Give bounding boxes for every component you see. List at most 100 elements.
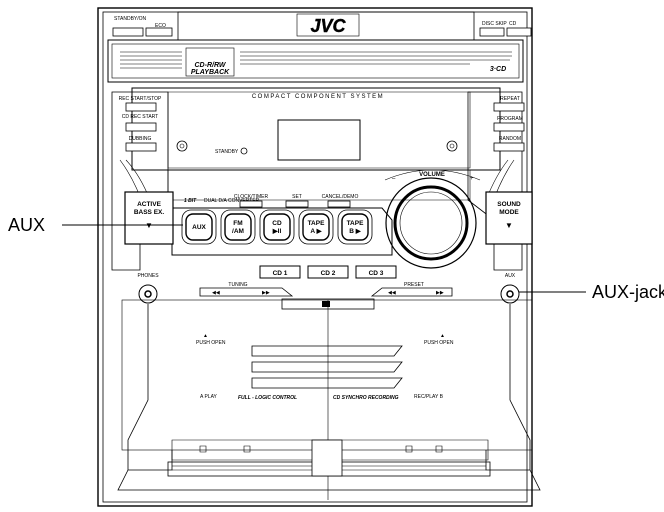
- fast-forward-icon[interactable]: ▶▶: [262, 290, 270, 296]
- fm-am-source-button[interactable]: FM/AM: [220, 209, 256, 245]
- rewind-icon[interactable]: ◀◀: [212, 290, 220, 296]
- preset-up-icon[interactable]: ▶▶: [436, 290, 444, 296]
- preset-label: PRESET: [404, 282, 424, 288]
- cd2-label: CD 2: [321, 270, 336, 277]
- cd2-button[interactable]: CD 2: [307, 265, 349, 279]
- deck-b-eject-icon[interactable]: ▲: [440, 333, 445, 339]
- brand-logo: [296, 13, 360, 37]
- device-base: [117, 439, 541, 491]
- three-cd-badge: 3·CD: [490, 66, 506, 73]
- phones-label: PHONES: [137, 273, 159, 279]
- deck-b-push-open: PUSH OPEN: [424, 340, 454, 346]
- fm-am-label-bottom: /AM: [232, 228, 244, 235]
- tape-b-label-top: TAPE: [347, 220, 365, 227]
- repeat-button[interactable]: [493, 102, 525, 112]
- set-label: SET: [292, 194, 302, 200]
- dubbing-button[interactable]: [125, 142, 157, 152]
- dubbing-label: DUBBING: [129, 136, 152, 142]
- cd-eject-button[interactable]: [506, 27, 532, 37]
- set-button[interactable]: [285, 200, 309, 208]
- mode-label: MODE: [499, 209, 519, 216]
- cd1-button[interactable]: CD 1: [259, 265, 301, 279]
- volume-knob-outer: [385, 177, 477, 269]
- top-left-controls: STANDBY/ON ECO: [112, 16, 173, 37]
- clock-timer-label: CLOCK/TIMER: [234, 194, 269, 200]
- deck-a-push-open: PUSH OPEN: [196, 340, 226, 346]
- tape-b-label-bottom: B ▶: [349, 228, 362, 235]
- aux-source-button[interactable]: AUX: [181, 209, 217, 245]
- phones-jack[interactable]: [138, 284, 158, 304]
- standby-indicator: [240, 147, 248, 155]
- tuning-preset-row: TUNING ◀◀ ▶▶ PRESET ◀◀ ▶▶: [199, 282, 453, 310]
- aux-callout: AUX: [8, 215, 45, 235]
- cd-eject-label: CD: [509, 21, 517, 27]
- volume-control: VOLUME – +: [384, 169, 481, 269]
- cassette-decks: ▲ PUSH OPEN ▲ PUSH OPEN A PLAY REC/PLAY …: [121, 299, 533, 500]
- tape-a-label-top: TAPE: [308, 220, 326, 227]
- cd-synchro-label: CD SYNCHRO RECORDING: [333, 395, 399, 401]
- cd3-button[interactable]: CD 3: [355, 265, 397, 279]
- cancel-demo-button[interactable]: [327, 200, 351, 208]
- volume-knob[interactable]: [393, 185, 469, 261]
- bass-ex-label: BASS EX.: [134, 209, 165, 216]
- aux-label-top: AUX: [192, 224, 206, 231]
- cd-rw-badge: CD-R/RW: [195, 62, 227, 69]
- cd-buttons: CD 1 CD 2 CD 3: [259, 265, 397, 279]
- cd-play-source-button[interactable]: CD▶II: [259, 209, 295, 245]
- cd-play-label-top: CD: [272, 220, 282, 227]
- program-button[interactable]: [493, 122, 525, 132]
- full-logic-label: FULL - LOGIC CONTROL: [238, 395, 297, 401]
- program-label: PROGRAM: [497, 116, 523, 122]
- eco-label: ECO: [155, 23, 166, 29]
- brand-name: JVC: [310, 16, 346, 36]
- eco-button[interactable]: [145, 27, 173, 37]
- top-section: JVC: [177, 11, 475, 41]
- aux-jack-callout: AUX-jack: [592, 282, 664, 302]
- display-window: [277, 119, 361, 161]
- cd-rec-start-button[interactable]: [125, 122, 157, 132]
- aux-jack-label: AUX: [505, 273, 516, 279]
- rec-play-label: REC/PLAY B: [414, 394, 444, 400]
- svg-text:+: +: [470, 176, 474, 182]
- repeat-label: REPEAT: [500, 96, 520, 102]
- active-label: ACTIVE: [137, 201, 162, 208]
- rec-start-stop-label: REC START/STOP: [119, 96, 162, 102]
- compact-component-system: COMPACT COMPONENT SYSTEM: [252, 94, 384, 100]
- svg-text:–: –: [392, 176, 396, 182]
- random-label: RANDOM: [499, 136, 521, 142]
- cd-tray: CD-R/RW PLAYBACK 3·CD: [120, 47, 512, 77]
- standby-on-button[interactable]: [112, 27, 144, 37]
- cd-rec-start-label: CD REC START: [122, 114, 158, 120]
- one-bit-label: 1 BIT: [184, 198, 197, 204]
- tape-a-label-bottom: A ▶: [310, 228, 322, 235]
- aux-jack[interactable]: [500, 284, 520, 304]
- rec-start-stop-button[interactable]: [125, 102, 157, 112]
- device-body: [97, 7, 533, 507]
- top-right-controls: DISC SKIP CD: [479, 21, 532, 37]
- volume-label: VOLUME: [419, 172, 445, 178]
- standby-label: STANDBY: [215, 149, 239, 155]
- disc-skip-label: DISC SKIP: [482, 21, 507, 27]
- a-play-label: A PLAY: [200, 394, 218, 400]
- callout-lines: [62, 224, 586, 293]
- active-bass-panel: ACTIVE BASS EX. ▼: [124, 191, 174, 245]
- preset-down-icon[interactable]: ◀◀: [388, 290, 396, 296]
- cancel-demo-label: CANCEL/DEMO: [322, 194, 359, 200]
- random-button[interactable]: [493, 142, 525, 152]
- sound-mode-arrow-icon[interactable]: ▼: [505, 221, 513, 230]
- tuning-label: TUNING: [228, 282, 247, 288]
- stop-icon: [322, 301, 330, 307]
- cd-play-label-bottom: ▶II: [272, 228, 282, 235]
- cd1-label: CD 1: [273, 270, 288, 277]
- sound-mode-panel: SOUND MODE ▼: [485, 191, 533, 245]
- main-panel: COMPACT COMPONENT SYSTEM STANDBY: [131, 87, 501, 171]
- standby-on-label: STANDBY/ON: [114, 16, 147, 22]
- clock-timer-button[interactable]: [239, 200, 263, 208]
- deck-a-eject-icon[interactable]: ▲: [203, 333, 208, 339]
- cd-playback-badge: PLAYBACK: [191, 69, 230, 76]
- disc-skip-button[interactable]: [479, 27, 505, 37]
